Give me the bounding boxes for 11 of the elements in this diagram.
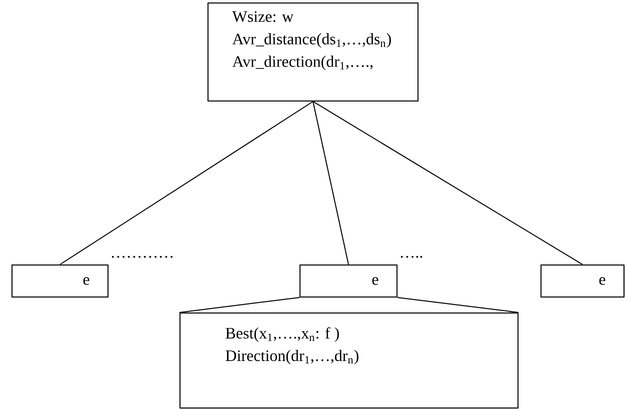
box: e [300, 264, 398, 298]
ellipsis-dots: ….. [400, 256, 422, 258]
connector-line [179, 297, 519, 313]
connector-line [312, 101, 349, 265]
connector-line [312, 101, 583, 265]
box: Best(x$_{1}$,….,x$_{n}$: f ) Direction(dr$_{1}$,…,dr$_{n}$) [180, 312, 518, 408]
ellipsis-dots: ………… [112, 256, 172, 258]
box: Wsize: w Avr_distance(ds$_{1}$,…,ds$_{n}$) Avr_direction(dr$_{1}$,…., [208, 2, 418, 102]
box: e [540, 264, 624, 298]
box: e [12, 264, 108, 298]
connector-line [60, 101, 314, 265]
